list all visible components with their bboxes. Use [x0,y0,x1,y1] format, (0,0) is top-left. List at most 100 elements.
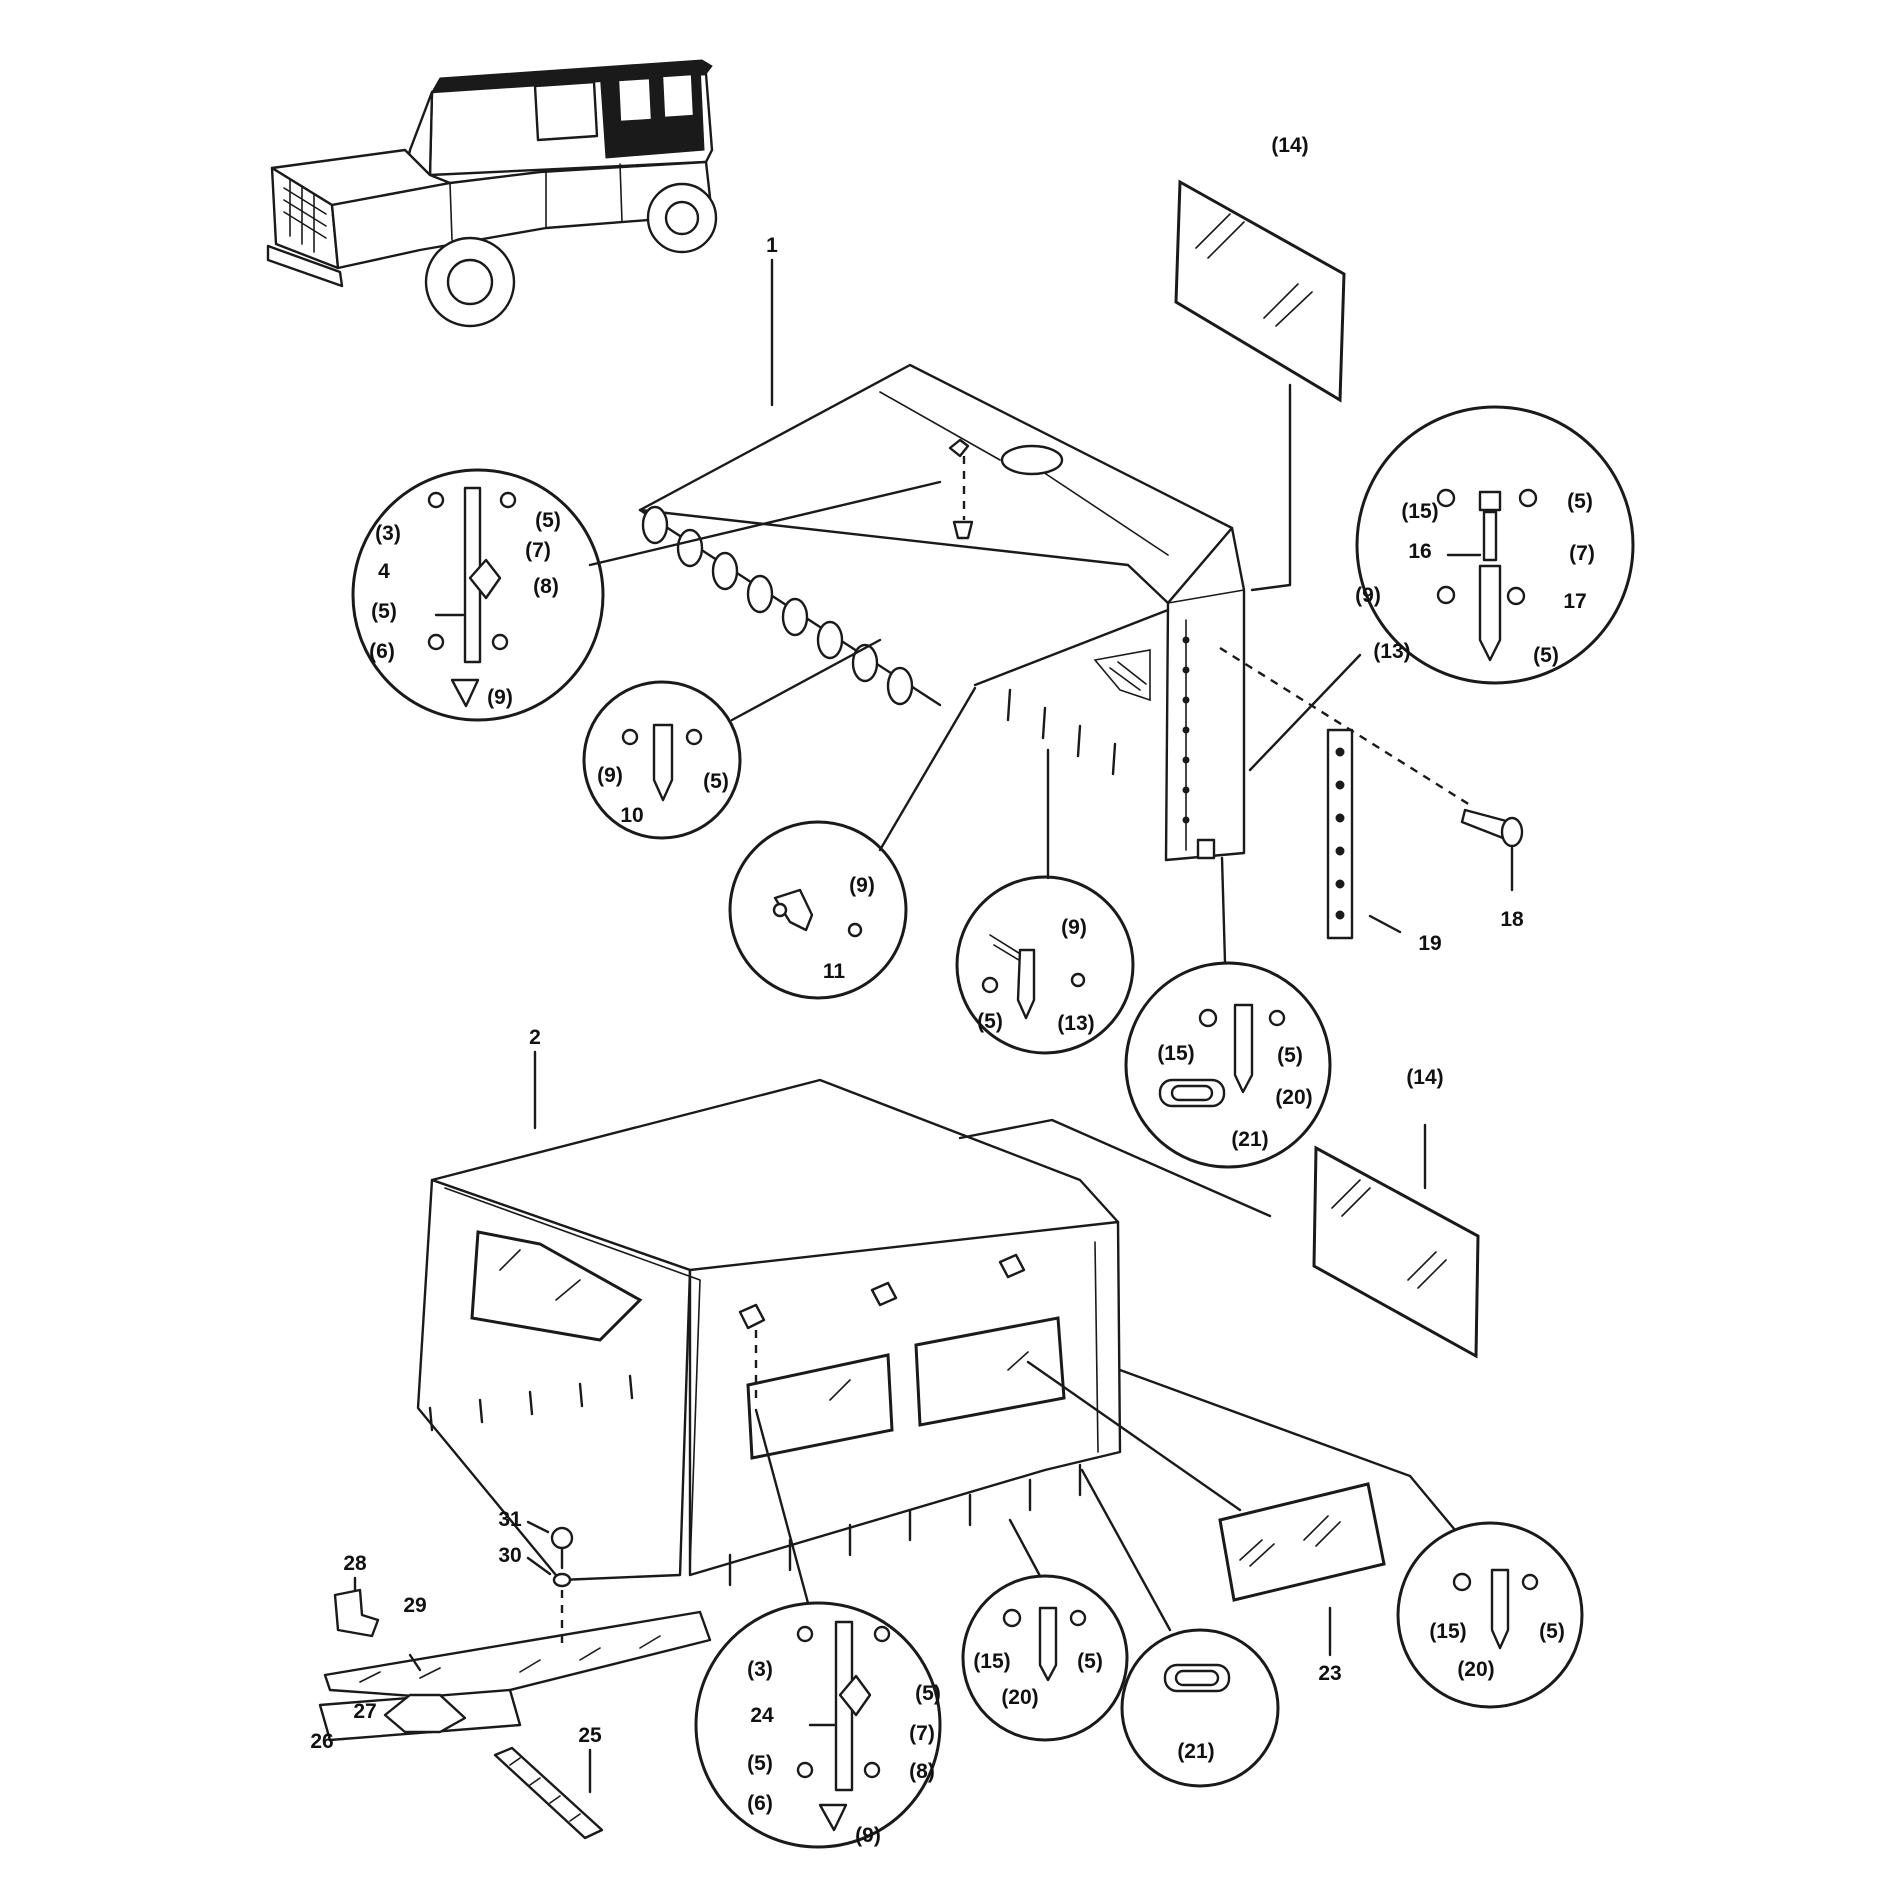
callout-26: 26 [310,1730,333,1753]
callout-11: 11 [823,960,846,983]
front-window-left [746,1353,894,1460]
callout-13-right: (13) [1373,640,1410,663]
callout-8-upper: (8) [533,575,559,598]
clamp-27 [383,1693,467,1734]
detail-circle-20-right [1118,1368,1584,1709]
callout-10: 10 [620,804,643,827]
detail-circle-13 [955,748,1135,1055]
callout-20-det20b: (20) [1001,1686,1038,1709]
callout-5-upper-a: (5) [535,509,561,532]
callout-18: 18 [1500,908,1524,931]
callout-19: 19 [1418,932,1441,955]
callout-24: 24 [750,1704,774,1727]
callout-16: 16 [1408,540,1431,563]
strap-hook [450,678,480,708]
rear-window-glass [1174,179,1346,403]
callout-4: 4 [378,560,390,583]
callout-3-upper: (3) [375,522,401,545]
vehicle-rear-windows [616,72,696,124]
callout-28: 28 [343,1552,367,1575]
strap-hook-lower [818,1803,848,1832]
bracket-28 [333,1576,380,1638]
callout-5-right-b: (5) [1533,644,1559,667]
detail-circle-lower-left [694,1408,942,1849]
plate-26-27-29 [318,1610,712,1742]
canopy-hook-row [1006,688,1117,776]
strap-20 [1233,1003,1254,1094]
leader-line [1250,383,1292,592]
detail-circle-20-upper [1124,856,1332,1169]
callout-14-lower: (14) [1406,1066,1443,1089]
callout-31: 31 [498,1508,522,1531]
callout-5-det20b: (5) [1077,1650,1103,1673]
callout-20-det20: (20) [1275,1086,1312,1109]
callout-30: 30 [498,1544,521,1567]
callout-5-lower-b: (5) [747,1752,773,1775]
callout-23: 23 [1318,1662,1341,1685]
callout-27: 27 [353,1700,376,1723]
window-23 [1026,1360,1386,1657]
callout-15-det20: (15) [1157,1042,1194,1065]
strap-20-right [1490,1568,1510,1650]
detail-circle-upper-right [1248,405,1635,772]
bolt-30-31 [526,1520,574,1650]
callout-15-upper: (15) [1401,500,1438,523]
side-hook-row [428,1374,634,1432]
rear-window-upper [1174,179,1346,592]
strip-19 [1326,728,1402,940]
callout-7-right: (7) [1569,542,1595,565]
rear-window-lower [1312,1123,1480,1359]
vehicle-illustration [266,59,718,328]
detail-circle-upper-left [351,468,942,722]
callout-9-det11: (9) [849,874,875,897]
strap-20-lower [1038,1606,1058,1682]
callout-1: 1 [766,234,778,257]
strap-10 [652,723,674,802]
callout-20-right: (20) [1457,1658,1494,1681]
callout-5-det10: (5) [703,770,729,793]
callout-14-upper: (14) [1271,134,1308,157]
strap-13-detail [1016,948,1036,1020]
callout-9-lower: (9) [855,1824,881,1847]
detail-circle-11 [728,686,977,1000]
callout-15-right: (15) [1429,1620,1466,1643]
canopy-front-panel [688,1220,1122,1577]
callout-21-upper: (21) [1231,1128,1268,1151]
callout-17: 17 [1563,590,1586,613]
callout-29: 29 [403,1594,426,1617]
callout-5-right-a: (5) [1567,490,1593,513]
tensioner-strap-24 [834,1620,854,1792]
front-strap-row [728,1463,1082,1587]
callout-9-det13: (9) [1061,916,1087,939]
callout-5-det20: (5) [1277,1044,1303,1067]
callout-6-upper: (6) [369,640,395,663]
callout-5-right-lower: (5) [1539,1620,1565,1643]
strip-25 [493,1746,604,1840]
canopy-eyelet-column [1182,636,1190,824]
detail-circle-20-lower [961,1518,1129,1742]
callout-9-upper: (9) [487,686,513,709]
callout-labels: 1 (14) (3) (5) (7) (8) 4 (5) (6) (9) (15… [310,134,1595,1847]
canopy-vent [1000,444,1064,476]
callout-5-upper-b: (5) [371,600,397,623]
vehicle-side-window [533,80,599,142]
callout-7-lower: (7) [909,1722,935,1745]
callout-15-det20b: (15) [973,1650,1010,1673]
strap-13 [1478,564,1502,662]
callout-21-lower: (21) [1177,1740,1214,1763]
callout-6-lower: (6) [747,1792,773,1815]
front-canopy-assembly [416,1078,1272,1587]
d-ring-lower [838,1674,872,1717]
callout-9-right: (9) [1355,584,1381,607]
detail-circle-10 [582,638,882,840]
detail-circle-21-lower [1080,1468,1280,1788]
d-ring [468,558,502,600]
strap-16 [1482,510,1498,562]
callout-3-lower: (3) [747,1658,773,1681]
canopy-loop-strap-row [641,505,914,706]
callout-7-upper: (7) [525,539,551,562]
bracket-11 [773,888,814,932]
side-window [470,1230,643,1342]
screw-18 [1460,808,1524,892]
